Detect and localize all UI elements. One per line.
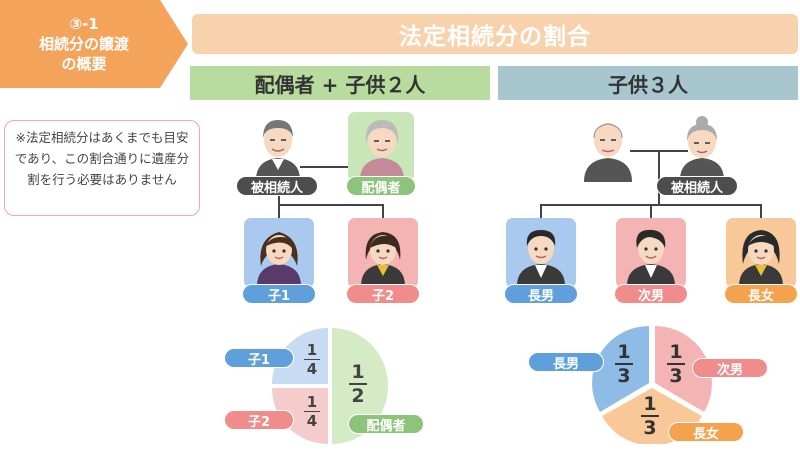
pie-label-eldest-daughter: 長女 [668,422,744,442]
second-son-fraction-num: 1 [669,341,683,363]
child2-fraction: 1 4 [298,394,326,429]
spouse-label: 配偶者 [346,176,416,196]
disclaimer-note: ※法定相続分はあくまでも目安であり、この割合通りに遺産分割を行う必要はありません [4,120,200,216]
grandma-icon [360,120,404,180]
eldest-son-fraction-num: 1 [617,341,631,363]
child2-fraction-den: 4 [306,412,318,430]
left-share-pie [272,328,388,444]
child1-label: 子1 [242,284,316,304]
left-children-bar-line [278,204,384,206]
girl-icon [257,232,301,286]
man-icon [517,230,565,286]
eldest-daughter-fraction: 1 3 [634,394,666,438]
pie-label-child1: 子1 [224,348,294,368]
child2-fraction-num: 1 [306,393,318,411]
left-scenario-header: 配偶者 + 子供２人 [190,66,490,100]
spouse-fraction-num: 1 [351,361,365,383]
pie-slice-eldest-son [592,326,649,412]
badge-text: ③-1 相続分の譲渡 の概要 [0,0,168,88]
eldest-daughter-fraction-num: 1 [643,393,657,415]
spouse-fraction-den: 2 [351,385,365,407]
boy-icon [627,229,675,286]
badge-line3: の概要 [61,55,107,73]
eldest-daughter-label: 長女 [724,284,798,304]
pie-label-spouse: 配偶者 [348,414,424,434]
second-son-fraction: 1 3 [660,342,692,386]
eldest-son-fraction-den: 3 [617,365,631,387]
pie-slice-second-son [655,326,712,412]
second-son-label: 次男 [614,284,688,304]
eldest-daughter-fraction-den: 3 [643,417,657,439]
young-woman-icon [739,230,783,286]
grandma-bun-icon [680,116,724,180]
child2-label: 子2 [346,284,420,304]
left-child2-drop-line [382,204,384,220]
bald-grandpa-icon [584,123,632,182]
right-daughter-drop-line [760,204,762,220]
right-scenario-header: 子供３人 [498,66,798,100]
left-child1-drop-line [278,204,280,220]
pie-label-eldest-son: 長男 [528,352,604,372]
badge-line2: 相続分の譲渡 [38,35,129,53]
right-son2-drop-line [650,204,652,220]
spouse-connector-line [300,166,380,168]
eldest-son-fraction: 1 3 [608,342,640,386]
pie-slice-child2 [272,388,328,444]
pie-label-child2: 子2 [224,410,294,430]
right-son1-drop-line [540,204,542,220]
child1-fraction-den: 4 [306,360,318,378]
child1-fraction: 1 4 [298,342,326,377]
pie-label-second-son: 次男 [692,358,768,378]
section-badge: ③-1 相続分の譲渡 の概要 [0,0,190,88]
second-son-fraction-den: 3 [669,365,683,387]
eldest-son-label: 長男 [504,284,578,304]
right-deceased-label: 被相続人 [656,176,738,196]
badge-arrow-shape [0,0,188,88]
woman-icon [361,232,405,286]
left-deceased-label: 被相続人 [236,176,318,196]
badge-number: ③-1 [69,15,99,33]
grandpa-icon [256,120,300,180]
pie-slice-child1 [272,328,328,384]
spouse-fraction: 1 2 [342,362,374,406]
child1-fraction-num: 1 [306,341,318,359]
left-stem-line [278,188,280,204]
page-title: 法定相続分の割合 [192,14,798,54]
